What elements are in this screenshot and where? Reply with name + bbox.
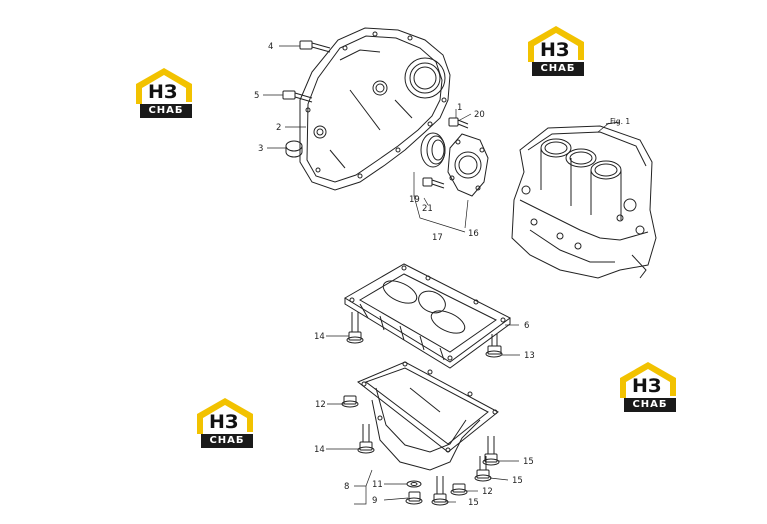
oil-pan-lower	[357, 361, 499, 471]
bolt-15-b	[474, 456, 492, 482]
callout-9: 9	[372, 496, 377, 506]
leader-lines	[263, 45, 610, 505]
callout-labels: 4 5 2 3 1 20 19 21 17 16 14 6 13 12 14 1…	[254, 42, 630, 508]
drain-washer-11	[406, 480, 422, 488]
bolt-19	[422, 177, 445, 189]
callout-21: 21	[422, 204, 433, 214]
logo-bottom-text: CHAБ	[148, 105, 184, 116]
seal-housing	[447, 133, 489, 197]
callout-14-upper: 14	[314, 332, 325, 342]
logo-bottom-text: CHAБ	[632, 399, 668, 410]
watermark-logo: НЗ CHAБ	[526, 22, 590, 78]
watermark-logo: НЗ CHAБ	[195, 394, 259, 450]
logo-top-text: НЗ	[632, 375, 662, 397]
callout-12-left: 12	[315, 400, 326, 410]
logo-top-text: НЗ	[209, 411, 239, 433]
logo-bottom-text: CHAБ	[209, 435, 245, 446]
bolt-13	[485, 334, 503, 358]
bolt-15-c	[431, 476, 449, 506]
bolt-4	[299, 40, 331, 53]
bolt-14-upper	[346, 312, 364, 344]
bolt-15-a	[482, 436, 500, 466]
logo-top-text: НЗ	[148, 81, 178, 103]
callout-12-right: 12	[482, 487, 493, 497]
logo-shape	[528, 26, 584, 76]
logo-shape	[620, 362, 676, 412]
callout-13: 13	[524, 351, 535, 361]
callout-19: 19	[409, 195, 420, 205]
flywheel-housing	[299, 27, 451, 191]
callout-5: 5	[254, 91, 259, 101]
bolt-12-right	[450, 483, 468, 496]
callout-17: 17	[432, 233, 443, 243]
callout-14-lower: 14	[314, 445, 325, 455]
plug-3	[285, 140, 303, 158]
callout-3: 3	[258, 144, 263, 154]
bolt-14-lower	[357, 424, 375, 454]
watermark-logo: НЗ CHAБ	[134, 64, 198, 120]
drain-plug-9	[405, 491, 423, 505]
bolt-12-left	[341, 395, 359, 408]
logo-shape	[136, 68, 192, 118]
callout-16: 16	[468, 229, 479, 239]
callout-20: 20	[474, 110, 485, 120]
oil-seal	[420, 132, 446, 168]
logo-top-text: НЗ	[540, 39, 570, 61]
callout-8: 8	[344, 482, 349, 492]
callout-11: 11	[372, 480, 383, 490]
fig-label: Fig. 1	[610, 117, 630, 126]
oil-pan-upper	[344, 263, 511, 369]
bolt-20	[448, 117, 469, 129]
callout-6: 6	[524, 321, 529, 331]
callout-15-bottom: 15	[468, 498, 479, 508]
callout-4: 4	[268, 42, 273, 52]
watermark-logo: НЗ CHAБ	[618, 358, 682, 414]
bolt-5	[282, 90, 313, 103]
logo-bottom-text: CHAБ	[540, 63, 576, 74]
callout-15-mid: 15	[512, 476, 523, 486]
callout-1: 1	[457, 103, 462, 113]
callout-2: 2	[276, 123, 281, 133]
logo-shape	[197, 398, 253, 448]
cylinder-block	[511, 121, 657, 279]
callout-15-top: 15	[523, 457, 534, 467]
